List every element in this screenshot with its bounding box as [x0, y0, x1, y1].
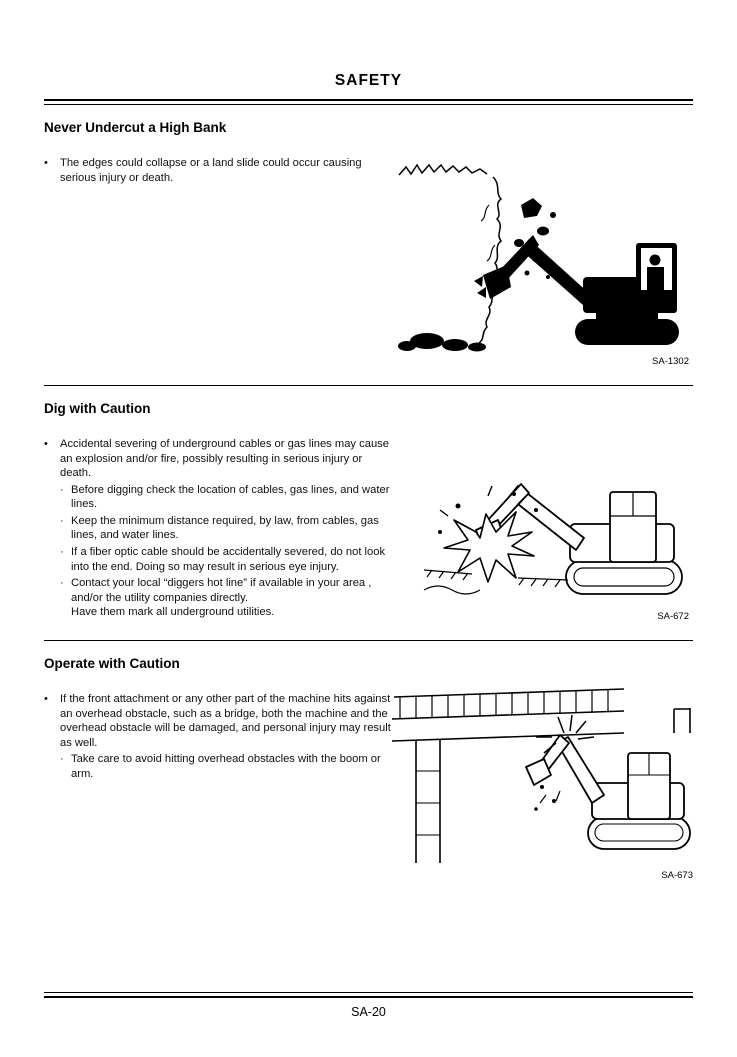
dig-caution-illustration: [423, 483, 683, 595]
excavator-line-art: [525, 734, 691, 850]
ground-and-cable: [423, 569, 569, 595]
bullet-item: • Accidental severing of underground cab…: [44, 437, 392, 481]
page-footer: SA-20: [44, 992, 693, 1019]
bullet-text: Accidental severing of underground cable…: [60, 438, 389, 480]
sub-bullet-marker: ·: [60, 577, 64, 590]
sub-bullet-item: · Take care to avoid hitting overhead ob…: [60, 752, 392, 781]
bullet-item: • The edges could collapse or a land sli…: [44, 156, 392, 185]
bullet-text: The edges could collapse or a land slide…: [60, 157, 362, 184]
header-rule: [44, 99, 693, 105]
figure-label: SA-1302: [652, 356, 689, 367]
section-body: • If the front attachment or any other p…: [44, 683, 693, 881]
sub-bullet-marker: ·: [60, 545, 64, 558]
sub-bullet-text: Take care to avoid hitting overhead obst…: [71, 753, 381, 780]
bank-outline: [398, 163, 503, 344]
section-divider: [44, 640, 693, 641]
section-never-undercut-high-bank: Never Undercut a High Bank • The edges c…: [44, 120, 693, 367]
overhead-obstacle-illustration: [392, 688, 691, 863]
page-title: SAFETY: [334, 72, 403, 89]
bullet-text: If the front attachment or any other par…: [60, 693, 391, 749]
figure-undercut-bank: SA-1302: [393, 135, 693, 367]
section-text: • The edges could collapse or a land sli…: [44, 147, 392, 185]
figure-dig-caution: SA-672: [418, 420, 693, 622]
sub-bullet-marker: ·: [60, 514, 64, 527]
sub-bullet-item: · Contact your local “diggers hot line” …: [60, 576, 392, 620]
spark-debris: [438, 485, 538, 534]
figure-label: SA-673: [661, 870, 693, 881]
sub-bullet-marker: ·: [60, 483, 64, 496]
footer-rule: [44, 992, 693, 998]
explosion-burst: [443, 511, 535, 583]
sub-bullet-text: Keep the minimum distance required, by l…: [71, 514, 379, 542]
section-body: • Accidental severing of underground cab…: [44, 428, 693, 622]
operator-silhouette: [647, 254, 664, 290]
section-operate-with-caution: Operate with Caution • If the front atta…: [44, 656, 693, 881]
impact-burst: [536, 714, 595, 754]
figure-label: SA-672: [657, 611, 689, 622]
bullet-marker: •: [44, 693, 48, 705]
sub-bullet-item: · Keep the minimum distance required, by…: [60, 514, 392, 543]
section-divider: [44, 385, 693, 386]
falling-debris: [534, 785, 561, 811]
sub-bullet-text: Contact your local “diggers hot line” if…: [71, 577, 372, 619]
undercut-bank-illustration: [398, 163, 679, 352]
page-number: SA-20: [351, 1005, 386, 1019]
sub-bullet-text: Before digging check the location of cab…: [71, 483, 390, 511]
section-text: • Accidental severing of underground cab…: [44, 428, 392, 620]
bullet-marker: •: [44, 157, 48, 169]
falling-debris: [398, 198, 556, 352]
sub-bullet-text: If a fiber optic cable should be acciden…: [71, 545, 386, 573]
section-title: Dig with Caution: [44, 401, 151, 416]
sub-bullet-item: · If a fiber optic cable should be accid…: [60, 545, 392, 574]
section-title: Operate with Caution: [44, 656, 180, 671]
page-header: SAFETY: [44, 0, 693, 105]
figure-overhead-obstacle: SA-673: [392, 675, 697, 881]
bullet-marker: •: [44, 438, 48, 450]
section-title: Never Undercut a High Bank: [44, 120, 227, 135]
bullet-item: • If the front attachment or any other p…: [44, 692, 392, 750]
sub-bullet-item: · Before digging check the location of c…: [60, 483, 392, 512]
section-body: • The edges could collapse or a land sli…: [44, 147, 693, 367]
sub-bullet-marker: ·: [60, 753, 64, 766]
section-dig-with-caution: Dig with Caution • Accidental severing o…: [44, 401, 693, 622]
section-text: • If the front attachment or any other p…: [44, 683, 392, 781]
bridge-structure: [392, 688, 691, 863]
